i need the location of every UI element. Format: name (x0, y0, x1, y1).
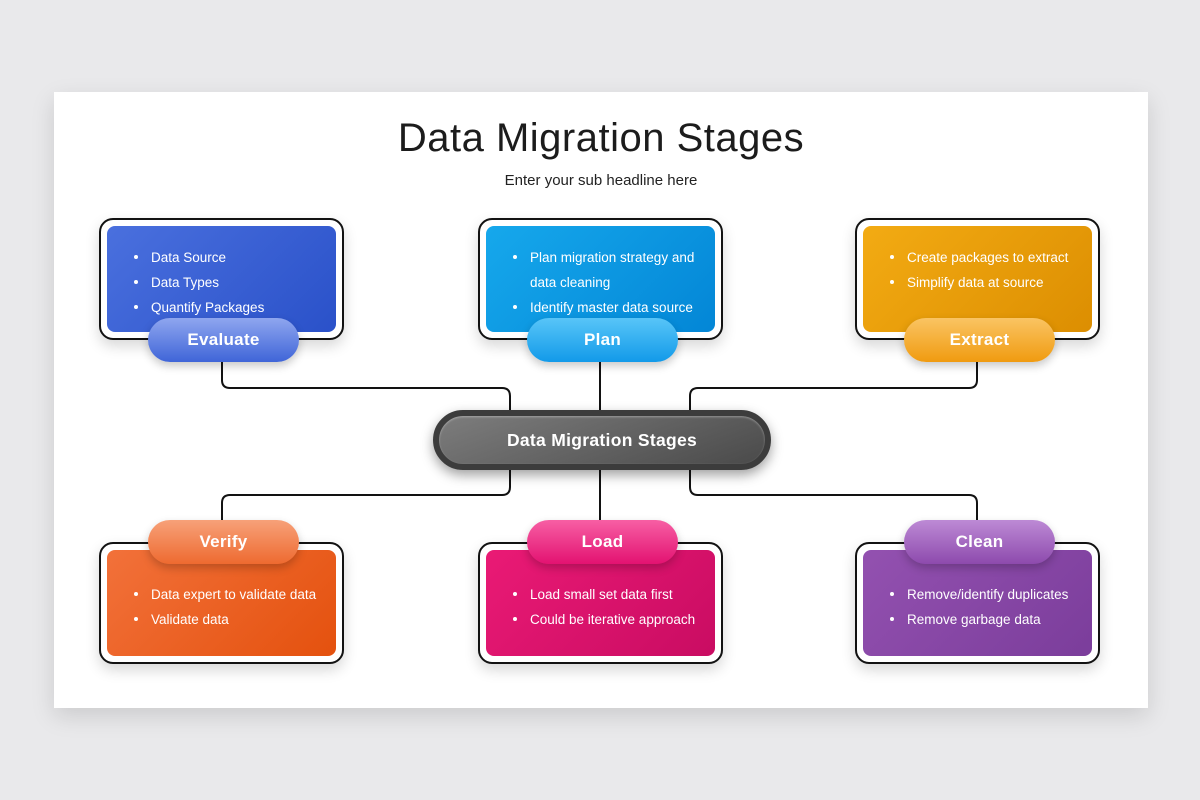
connector-lines (221, 360, 978, 522)
stage-card-extract-fill: Create packages to extract Simplify data… (863, 226, 1092, 332)
bullet-item: Validate data (129, 607, 326, 632)
bullet-item: Simplify data at source (885, 270, 1082, 295)
connector-extract-center (689, 360, 978, 422)
bullet-item: Identify master data source (508, 295, 705, 320)
stage-pill-verify: Verify (148, 520, 299, 564)
stage-pill-extract: Extract (904, 318, 1055, 362)
page-title: Data Migration Stages (397, 116, 805, 160)
center-node: Data Migration Stages (433, 410, 771, 470)
stage-card-evaluate-fill: Data Source Data Types Quantify Packages (107, 226, 336, 332)
bullet-item: Load small set data first (508, 582, 705, 607)
connector-center-verify (221, 460, 511, 522)
stage-bullets: Plan migration strategy and data cleanin… (486, 226, 715, 320)
center-node-label: Data Migration Stages (506, 429, 698, 450)
bullet-item: Data Types (129, 270, 326, 295)
stage-card-evaluate: Data Source Data Types Quantify Packages… (99, 218, 344, 362)
stage-card-clean-fill: Remove/identify duplicates Remove garbag… (863, 550, 1092, 656)
page-subtitle: Enter your sub headline here (504, 172, 698, 189)
bullet-item: Data Source (129, 245, 326, 270)
stage-pill-plan: Plan (527, 318, 678, 362)
stage-pill-clean: Clean (904, 520, 1055, 564)
bullet-item: Quantify Packages (129, 295, 326, 320)
stage-bullets: Create packages to extract Simplify data… (863, 226, 1092, 295)
bullet-item: Could be iterative approach (508, 607, 705, 632)
bullet-item: Data expert to validate data (129, 582, 326, 607)
stage-pill-load: Load (527, 520, 678, 564)
bullet-item: Remove/identify duplicates (885, 582, 1082, 607)
stage-pill-evaluate: Evaluate (148, 318, 299, 362)
stage-card-plan: Plan migration strategy and data cleanin… (478, 218, 723, 362)
connector-center-clean (689, 460, 978, 522)
stage-card-load-fill: Load small set data first Could be itera… (486, 550, 715, 656)
stage-card-load: Load small set data first Could be itera… (478, 520, 723, 664)
stage-bullets: Data expert to validate data Validate da… (107, 550, 336, 632)
stage-bullets: Load small set data first Could be itera… (486, 550, 715, 632)
slide: Data Migration Stages Enter your sub hea… (54, 92, 1148, 708)
stage-card-extract: Create packages to extract Simplify data… (855, 218, 1100, 362)
bullet-item: Create packages to extract (885, 245, 1082, 270)
stage-card-clean: Remove/identify duplicates Remove garbag… (855, 520, 1100, 664)
stage-card-verify: Data expert to validate data Validate da… (99, 520, 344, 664)
stage-card-plan-fill: Plan migration strategy and data cleanin… (486, 226, 715, 332)
bullet-item: Remove garbage data (885, 607, 1082, 632)
connector-evaluate-center (221, 360, 511, 422)
stage-bullets: Remove/identify duplicates Remove garbag… (863, 550, 1092, 632)
stage-bullets: Data Source Data Types Quantify Packages (107, 226, 336, 320)
bullet-item: Plan migration strategy and data cleanin… (508, 245, 705, 295)
stage-card-verify-fill: Data expert to validate data Validate da… (107, 550, 336, 656)
